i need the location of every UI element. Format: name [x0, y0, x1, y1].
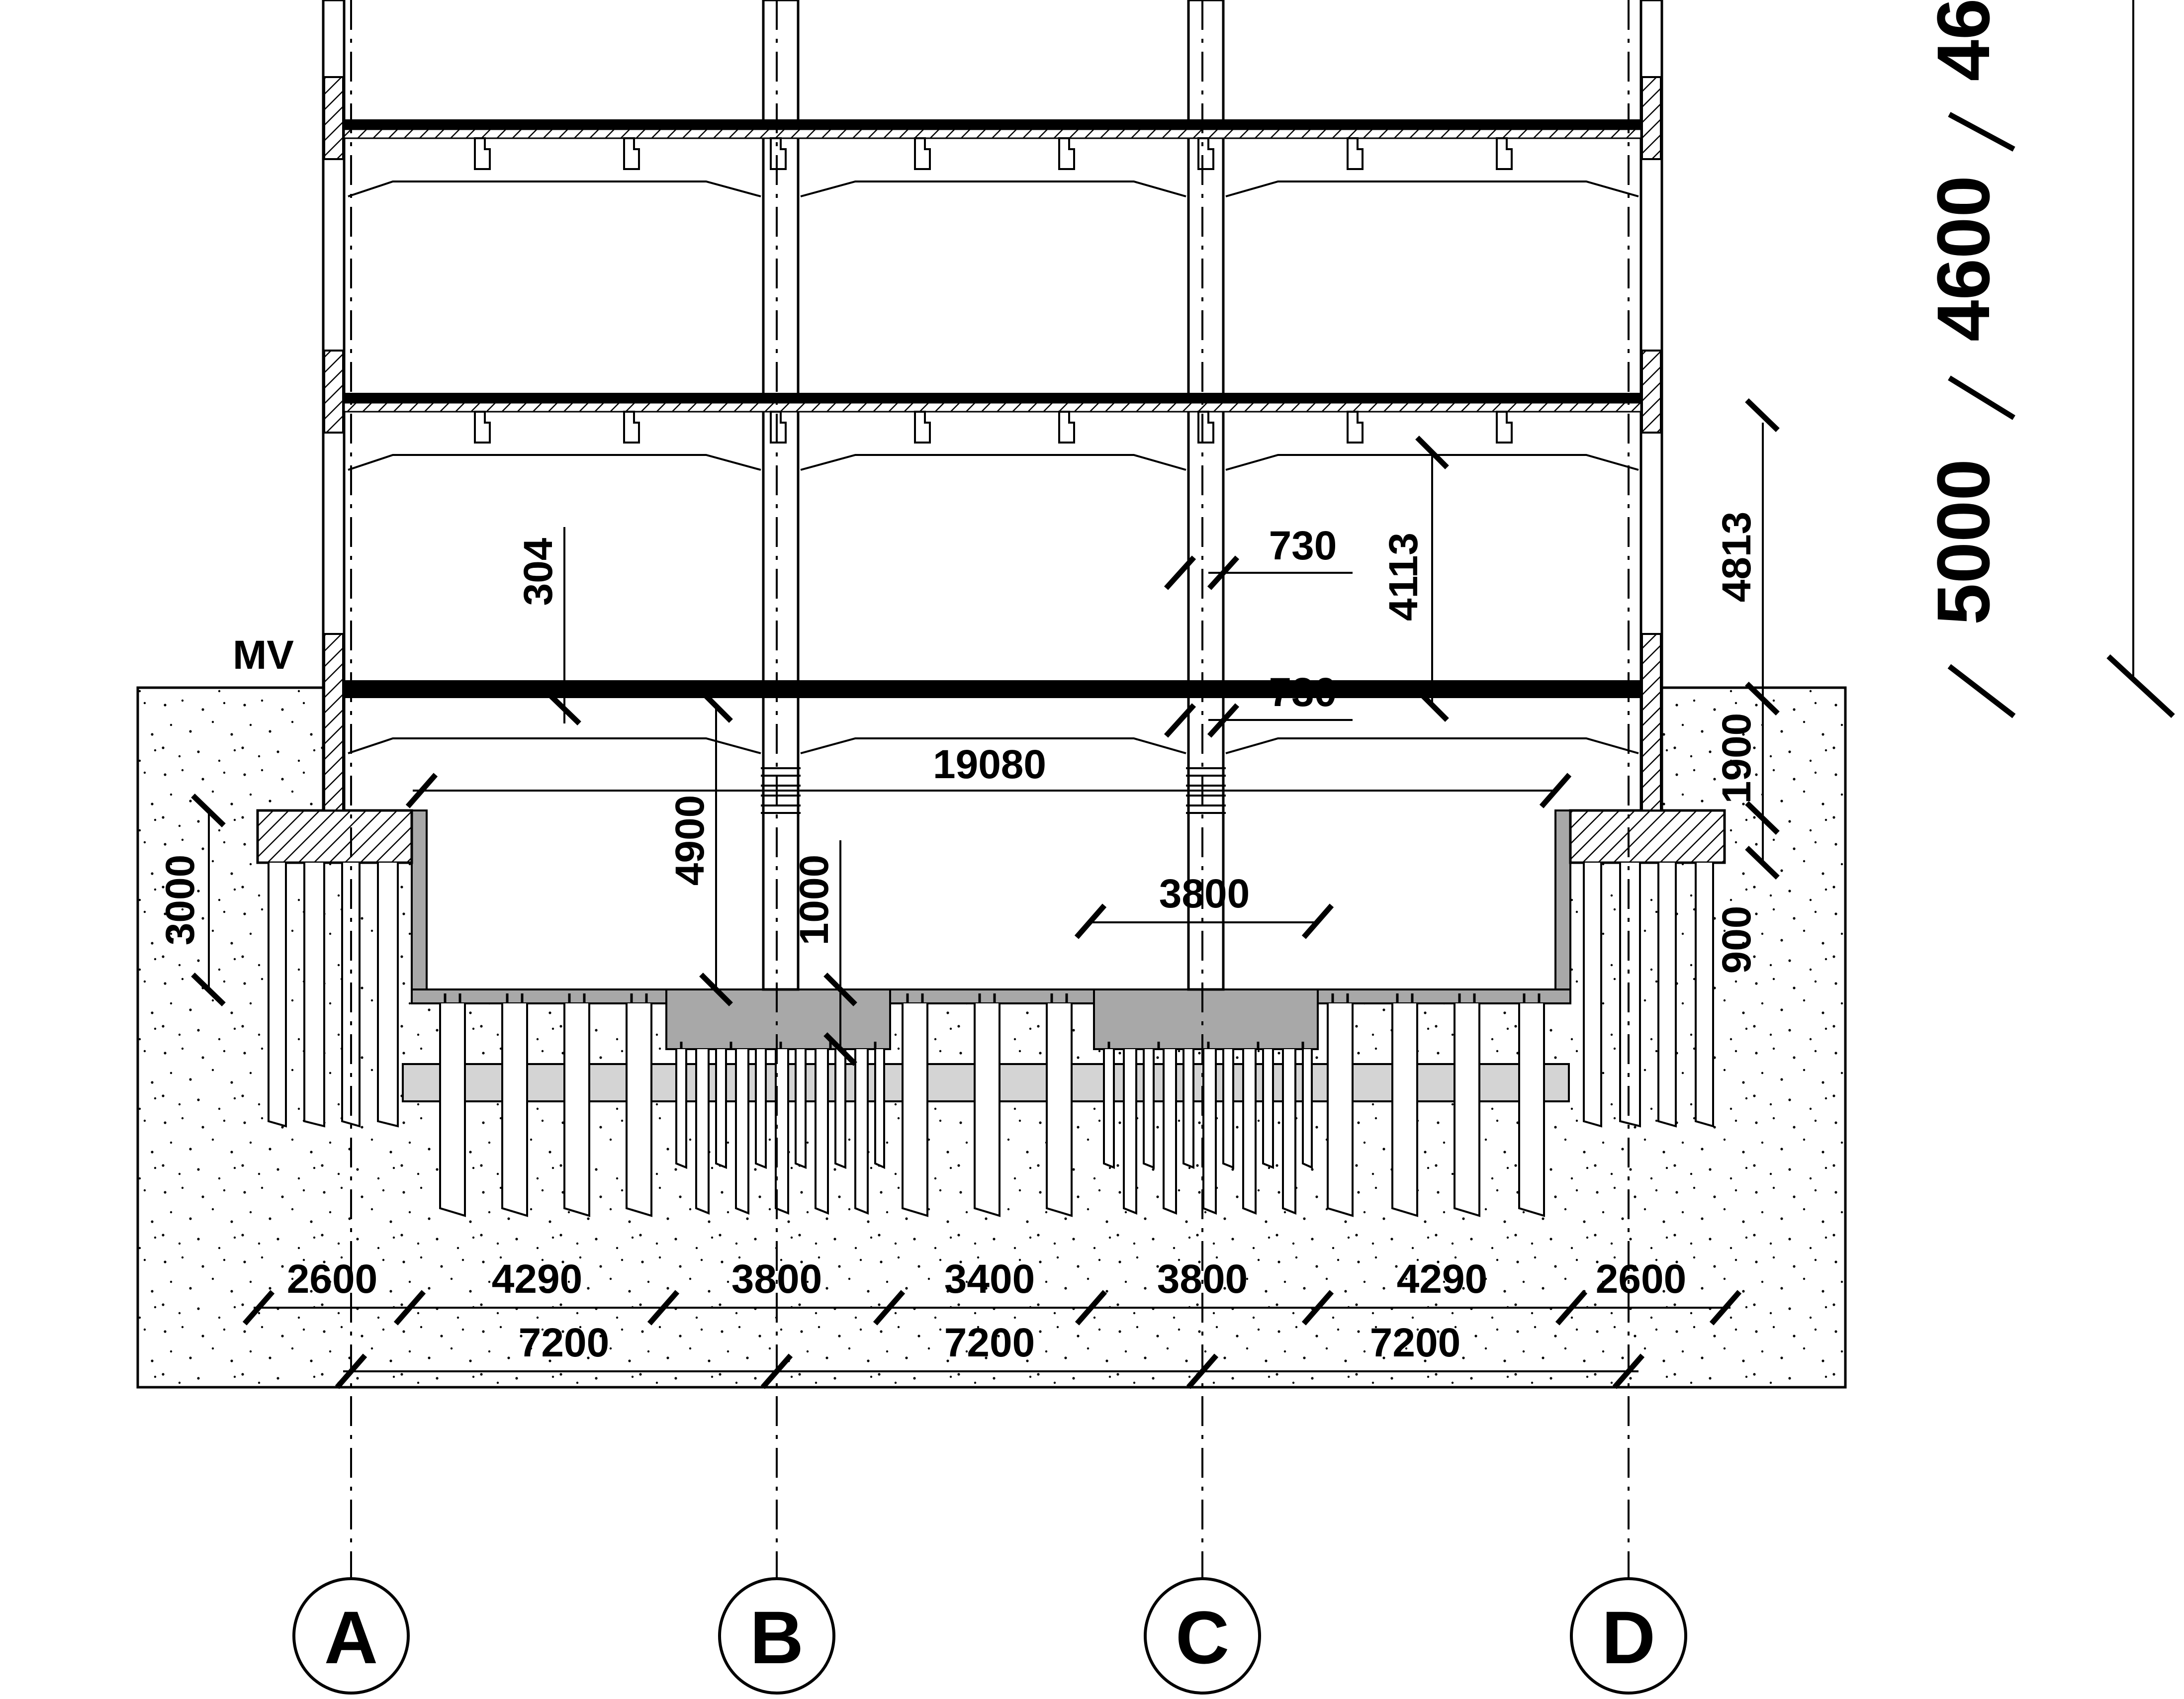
- dim-730-upper: 730: [1269, 523, 1337, 568]
- grid-axis-a: A: [324, 1596, 378, 1679]
- dim-grid-span-3: 7200: [1370, 1320, 1460, 1365]
- wall-hatch-patches: [323, 76, 1662, 811]
- pile-group-c: [1103, 1049, 1313, 1215]
- storey-height-top: 46: [1921, 0, 2005, 81]
- dim-900: 900: [1714, 906, 1759, 974]
- grid-axis-b: B: [750, 1596, 804, 1679]
- pile-cap-right: [1569, 809, 1726, 864]
- dim-4113: 4113: [1381, 533, 1426, 621]
- pile-cap-b: [665, 988, 891, 1050]
- storey-height-middle: 4600: [1921, 176, 2005, 342]
- interior-columns: [762, 0, 1225, 991]
- dim-1900: 1900: [1714, 713, 1759, 804]
- perimeter-piles: [268, 863, 1714, 1128]
- dim-pit-width: 19080: [933, 742, 1046, 787]
- dimension-ticks: [191, 112, 2175, 1389]
- pile-cap-c: [1093, 988, 1319, 1050]
- dim-4813: 4813: [1714, 512, 1759, 602]
- ground-level-label: MV: [233, 632, 294, 678]
- grid-centerlines: [350, 0, 1630, 1579]
- pile-cap-left: [256, 809, 413, 864]
- dim-bottom-5: 3800: [1157, 1256, 1248, 1302]
- grid-axis-c: C: [1176, 1596, 1229, 1679]
- dim-bottom-6: 4290: [1397, 1256, 1487, 1302]
- grid-bubbles: [292, 1577, 1687, 1695]
- dim-3000: 3000: [158, 855, 203, 945]
- dim-grid-span-1: 7200: [519, 1320, 609, 1365]
- slab-anchors: [444, 993, 1541, 1049]
- dim-bottom-7: 2600: [1596, 1256, 1686, 1302]
- storey-height-lower: 5000: [1921, 459, 2005, 625]
- dim-pit-3800: 3800: [1159, 871, 1250, 916]
- dimension-lines: [208, 0, 2134, 1372]
- slab-piles: [439, 1003, 1545, 1217]
- beam-haunches: [348, 180, 1639, 754]
- dim-304: 304: [516, 537, 561, 606]
- dim-grid-span-2: 7200: [944, 1320, 1035, 1365]
- dim-bottom-4: 3400: [944, 1256, 1035, 1302]
- dim-bottom-2: 4290: [492, 1256, 582, 1302]
- slab-ribs: [474, 137, 1513, 444]
- column-joints: [761, 767, 1226, 814]
- dim-bottom-1: 2600: [287, 1256, 377, 1302]
- dim-bottom-3: 3800: [731, 1256, 822, 1302]
- dim-4900: 4900: [667, 795, 713, 886]
- dim-730-lower: 730: [1269, 670, 1337, 715]
- pile-group-b: [675, 1049, 885, 1215]
- dim-1000: 1000: [792, 855, 837, 945]
- grid-axis-d: D: [1602, 1596, 1655, 1679]
